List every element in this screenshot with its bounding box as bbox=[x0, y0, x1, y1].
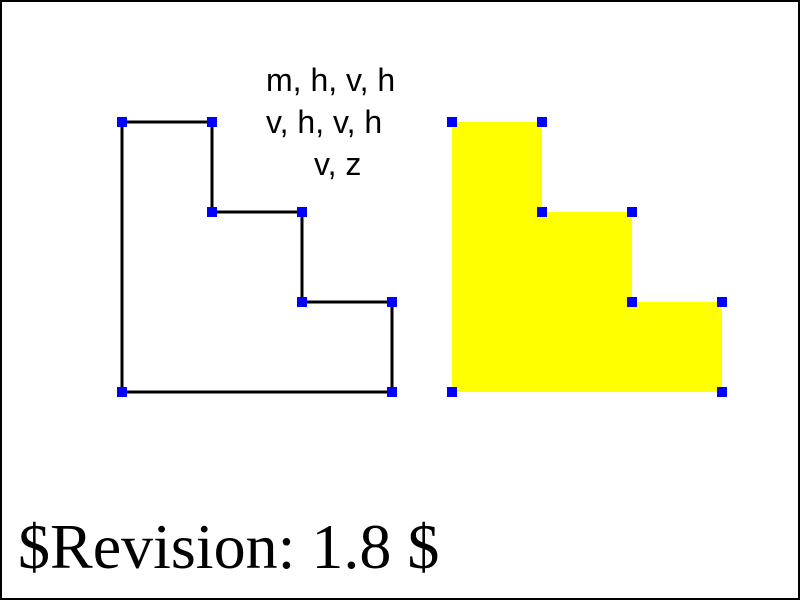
vertex-marker bbox=[537, 207, 547, 217]
vertex-marker bbox=[297, 207, 307, 217]
vertex-marker bbox=[387, 297, 397, 307]
caption-line-1: m, h, v, h bbox=[266, 62, 395, 98]
vertex-marker bbox=[627, 207, 637, 217]
vertex-marker bbox=[447, 117, 457, 127]
vertex-marker bbox=[207, 207, 217, 217]
vertex-marker bbox=[537, 117, 547, 127]
vertex-marker bbox=[207, 117, 217, 127]
filled-staircase-path bbox=[452, 122, 722, 392]
vertex-marker bbox=[297, 297, 307, 307]
revision-label: $Revision: 1.8 $ bbox=[18, 511, 439, 582]
vertex-marker bbox=[387, 387, 397, 397]
vertex-marker bbox=[447, 387, 457, 397]
vertex-marker bbox=[717, 297, 727, 307]
vertex-marker bbox=[627, 297, 637, 307]
caption-line-3: v, z bbox=[314, 146, 361, 182]
vertex-marker bbox=[717, 387, 727, 397]
vertex-marker bbox=[117, 117, 127, 127]
vertex-marker bbox=[117, 387, 127, 397]
caption-line-2: v, h, v, h bbox=[266, 104, 382, 140]
